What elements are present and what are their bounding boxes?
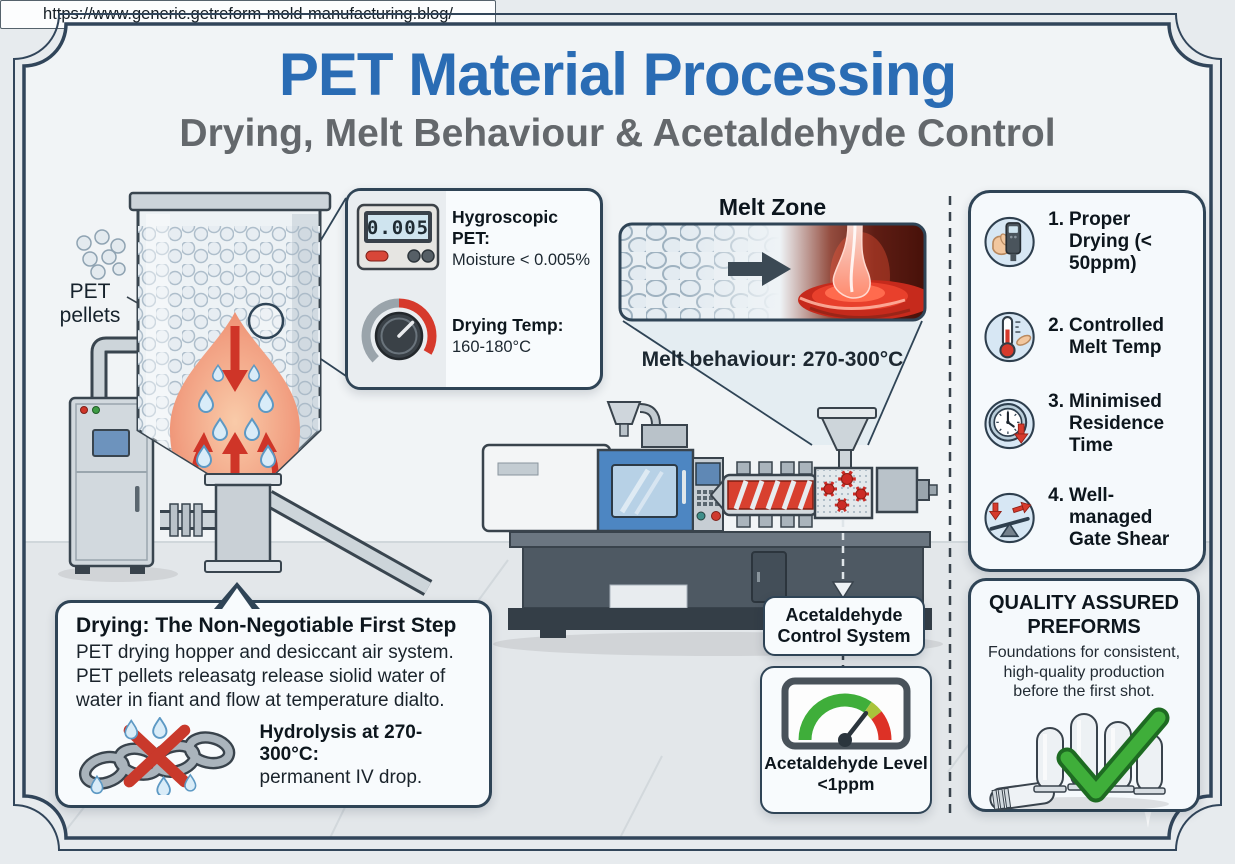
hydrolysis-title: Hydrolysis at 270-300°C: [259, 722, 423, 766]
thermometer-icon [984, 311, 1035, 363]
key-factors-panel: 1. Proper Drying (< 50ppm) 2. Controlled… [968, 190, 1206, 572]
hydrolysis-body: permanent IV drop. [259, 767, 423, 789]
desiccant-dryer-unit [68, 396, 155, 574]
drying-temp-value: 160-180°C [452, 337, 532, 356]
clamp-unit [481, 443, 612, 533]
drying-box-title: Drying: The Non-Negotiable First Step [76, 614, 457, 637]
green-checkmark [1056, 707, 1170, 803]
pellet-cluster [76, 229, 126, 280]
quality-assured-panel: QUALITY ASSURED PREFORMS Foundations for… [968, 578, 1200, 812]
pet-pellets-label: PET pellets [59, 280, 121, 328]
quality-body: Foundations for consistent, high-quality… [987, 644, 1181, 701]
factor-number: 1. [1048, 209, 1064, 230]
hygroscopic-value: Moisture < 0.005% [452, 251, 591, 270]
quality-title: QUALITY ASSURED PREFORMS [988, 592, 1180, 638]
machine-control-panel [692, 457, 724, 532]
moisture-display-icon: 0.005 [356, 203, 440, 271]
acetaldehyde-system-label: Acetaldehyde Control System [763, 596, 925, 656]
factor-residence-time: 3. Minimised Residence Time [983, 391, 1187, 457]
injection-unit [596, 448, 695, 533]
drying-temp-title: Drying Temp: [452, 314, 564, 335]
acetaldehyde-mixer-box [813, 407, 877, 520]
factor-label: Minimised Residence Time [1069, 391, 1165, 456]
temperature-knob-icon [361, 298, 437, 363]
acetaldehyde-gauge-icon [781, 677, 911, 750]
gauge-label: Acetaldehyde Level [764, 753, 928, 773]
drying-box-body: PET drying hopper and desiccant air syst… [76, 642, 454, 711]
factor-label: Well-managed Gate Shear [1069, 485, 1170, 550]
acetaldehyde-gauge-box: Acetaldehyde Level <1ppm [760, 666, 932, 814]
broken-chain-icon [78, 716, 236, 795]
svg-text:0.005: 0.005 [367, 217, 429, 239]
pet-drying-hopper [128, 191, 332, 573]
factor-gate-shear: 4. Well-managed Gate Shear [983, 485, 1187, 551]
drying-temp-row: Drying Temp: 160-180°C [356, 295, 598, 377]
melt-zone-title: Melt Zone [718, 194, 827, 220]
preforms-checkmark-icon [989, 707, 1170, 811]
dryer-control-panel-callout: 0.005 Hygroscopic PET: Moisture < 0.005% [345, 188, 603, 390]
injection-molding-machine [481, 401, 943, 666]
factor-number: 4. [1048, 485, 1064, 506]
melt-behaviour-caption: Melt behaviour: 270-300°C [641, 348, 904, 371]
factor-number: 2. [1048, 315, 1064, 337]
page-title: PET Material Processing [278, 41, 957, 108]
factor-proper-drying: 1. Proper Drying (< 50ppm) [983, 209, 1187, 275]
factor-label: Controlled Melt Temp [1069, 315, 1164, 358]
magnifier-callout-circle [247, 302, 285, 340]
balance-shear-icon [984, 492, 1035, 543]
drying-first-step-box: Drying: The Non-Negotiable First Step PE… [55, 600, 492, 808]
factor-number: 3. [1048, 391, 1064, 412]
decorative-frame [13, 13, 1222, 851]
hygroscopic-title: Hygroscopic PET: [452, 207, 558, 249]
clock-down-arrow-icon [984, 398, 1035, 449]
factor-label: Proper Drying (< 50ppm) [1069, 209, 1152, 274]
factor-melt-temp: 2. Controlled Melt Temp [983, 305, 1187, 369]
drying-hopper-illustration [58, 191, 433, 660]
page-subtitle: Drying, Melt Behaviour & Acetaldehyde Co… [179, 112, 1056, 155]
moisture-row: 0.005 Hygroscopic PET: Moisture < 0.005% [356, 203, 598, 275]
melt-zone-panel [618, 222, 927, 322]
moisture-meter-hand-icon [984, 216, 1035, 267]
gauge-value: <1ppm [817, 774, 875, 794]
